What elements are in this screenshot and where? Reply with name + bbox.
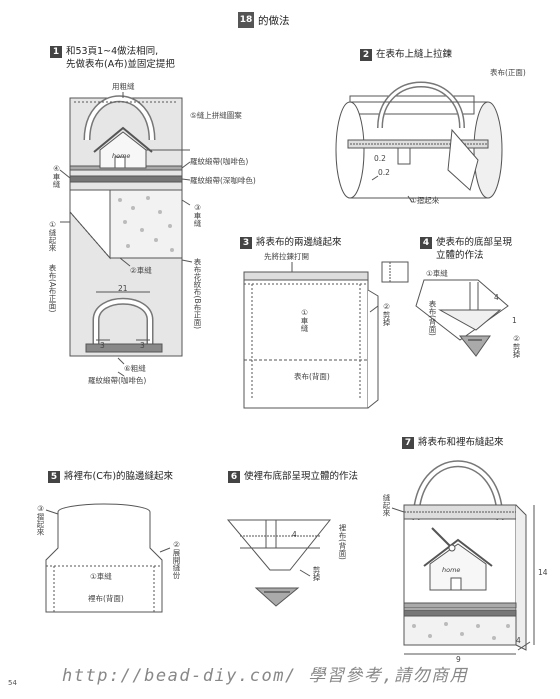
s2-label-fold: ①摺起來 xyxy=(410,196,440,205)
step4-number: 4 xyxy=(420,236,432,249)
step5-number: 5 xyxy=(48,470,60,483)
s1-label-rough-sew: 用粗縫 xyxy=(112,82,135,91)
step6-title: 6 使裡布底部呈現立體的作法 xyxy=(228,470,358,483)
page-number: 54 xyxy=(8,679,17,687)
s1-label-ribbon-coffee: 羅紋緞帶(咖啡色) xyxy=(190,157,249,166)
step3-number: 3 xyxy=(240,236,252,249)
s7-dim-9: 9 xyxy=(456,655,461,664)
s7-house-text: home xyxy=(442,566,461,574)
s1-label-sew3: ③車縫 xyxy=(193,203,202,227)
step1-line2: 先做表布(A布)並固定提把 xyxy=(66,59,175,70)
s5-label-fold3: ③摺起來 xyxy=(36,504,45,536)
s6-dim-4: 4 xyxy=(292,530,297,539)
s1-label-rough6: ⑥粗縫 xyxy=(124,364,146,373)
s5-label-sew1: ①車縫 xyxy=(90,572,112,581)
step2-text: 在表布上縫上拉鍊 xyxy=(376,49,453,60)
s7-label-sew: 縫起來 xyxy=(382,494,391,517)
s1-dim-3a: 3 xyxy=(100,341,105,350)
s1-house-text: home xyxy=(112,152,131,160)
step3-title: 3 將表布的兩邊縫起來 xyxy=(240,236,342,249)
s1-label-outer-a: 表布(A布正面) xyxy=(48,264,57,313)
step3-text: 將表布的兩邊縫起來 xyxy=(256,237,342,248)
s4-label-outer-back: 表布(背面) xyxy=(428,300,437,336)
step5-title: 5 將裡布(C布)的脇邊縫起來 xyxy=(48,470,173,483)
s1-label-ribbon-bottom: 羅紋緞帶(咖啡色) xyxy=(88,376,147,385)
s4-dim-1: 1 xyxy=(512,316,517,325)
step1-number: 1 xyxy=(50,45,62,58)
s5-label-lining-back: 裡布(背面) xyxy=(88,594,124,603)
step2-title: 2 在表布上縫上拉鍊 xyxy=(360,48,452,61)
step4-line1: 使表布的底部呈現 xyxy=(436,237,513,248)
s3-label-cut2: ②剪掉 xyxy=(382,302,391,326)
s1-label-sew4: ④車縫 xyxy=(52,164,61,188)
step2-number: 2 xyxy=(360,48,372,61)
s1-label-patchwork: ⑤縫上拼縫圖案 xyxy=(190,111,242,120)
watermark-text: http://bead-diy.com/ 學習參考,請勿商用 xyxy=(62,666,469,686)
step7-number: 7 xyxy=(402,436,414,449)
step1-line1: 和53頁1~4做法相同, xyxy=(66,46,159,57)
step6-number: 6 xyxy=(228,470,240,483)
step7-title: 7 將表布和裡布縫起來 xyxy=(402,436,504,449)
s7-dim-14: 14 xyxy=(538,568,548,577)
step4-line2: 立體的作法 xyxy=(436,250,484,261)
step7-text: 將表布和裡布縫起來 xyxy=(418,437,504,448)
s1-label-ribbon-dark: 羅紋緞帶(深咖啡色) xyxy=(190,176,256,185)
s3-label-zipper-open: 先將拉鍊打開 xyxy=(264,252,309,261)
s2-dim-02b: 0.2 xyxy=(378,168,390,177)
s6-label-lining-back: 裡布(背面) xyxy=(338,524,347,560)
step4-title: 4 使表布的底部呈現 xyxy=(420,236,512,249)
s2-label-outer-front: 表布(正面) xyxy=(490,68,526,77)
s4-label-sew1: ①車縫 xyxy=(426,269,448,278)
step5-text: 將裡布(C布)的脇邊縫起來 xyxy=(64,471,174,482)
s6-label-cut: 剪掉 xyxy=(312,566,321,581)
step6-text: 使裡布底部呈現立體的作法 xyxy=(244,471,359,482)
s5-label-open2: ②展開縫份 xyxy=(172,540,181,579)
s1-dim-21: 21 xyxy=(118,284,128,293)
s1-label-sew1-fold: ①縫起來 xyxy=(48,220,57,252)
recipe-number-badge: 18 xyxy=(238,12,254,28)
s4-label-cut2: ②剪掉 xyxy=(512,334,521,358)
s1-label-sew2: ②車縫 xyxy=(130,266,152,275)
s1-dim-3b: 3 xyxy=(140,341,145,350)
step1-title: 1 和53頁1~4做法相同, xyxy=(50,45,158,58)
s3-label-outer-back: 表布(背面) xyxy=(294,372,330,381)
s1-label-outer-b: 表布花紋布(B布正面) xyxy=(193,258,202,329)
page-title: 的做法 xyxy=(258,15,290,27)
s3-label-sew1: ①車縫 xyxy=(300,308,309,332)
s7-dim-4: 4 xyxy=(516,636,521,645)
s2-dim-02a: 0.2 xyxy=(374,154,386,163)
s4-dim-4: 4 xyxy=(494,293,499,302)
